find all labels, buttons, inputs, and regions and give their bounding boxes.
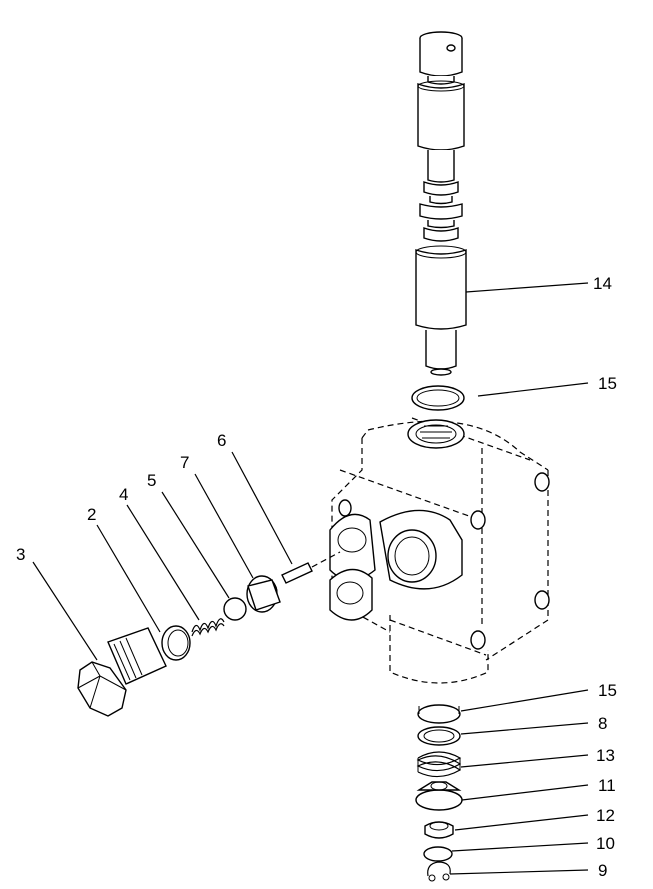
callout-15-bottom: 15 (598, 681, 617, 700)
callout-2: 2 (87, 505, 96, 524)
leader-lines (32, 282, 589, 875)
callout-8: 8 (598, 714, 607, 733)
seat-part-7 (246, 575, 281, 613)
callout-5: 5 (147, 471, 156, 490)
retainer-part-11 (415, 781, 463, 811)
callout-9: 9 (598, 861, 607, 880)
callout-13: 13 (596, 746, 615, 765)
spring-part-13 (416, 751, 462, 778)
callout-3: 3 (16, 545, 25, 564)
o-ring-bottom-part-15 (417, 704, 461, 724)
callout-6: 6 (217, 431, 226, 450)
callout-15-top: 15 (598, 374, 617, 393)
snap-ring-part-9 (427, 861, 451, 882)
callout-7: 7 (180, 453, 189, 472)
spool-part-14 (415, 31, 467, 376)
ring-part-10 (423, 846, 453, 862)
valve-body (329, 417, 550, 684)
spring-part-4 (191, 618, 225, 637)
plug-part-3 (77, 627, 167, 717)
pin-part-6 (281, 551, 341, 584)
bushing-part-12 (424, 821, 454, 839)
callout-10: 10 (596, 834, 615, 853)
callout-12: 12 (596, 806, 615, 825)
ball-part-5 (223, 597, 247, 621)
callout-11: 11 (598, 776, 616, 795)
o-ring-part-2 (161, 625, 191, 661)
washer-part-8 (417, 726, 461, 746)
o-ring-top-part-15 (411, 385, 465, 411)
callout-4: 4 (119, 485, 128, 504)
callout-14: 14 (593, 274, 612, 293)
